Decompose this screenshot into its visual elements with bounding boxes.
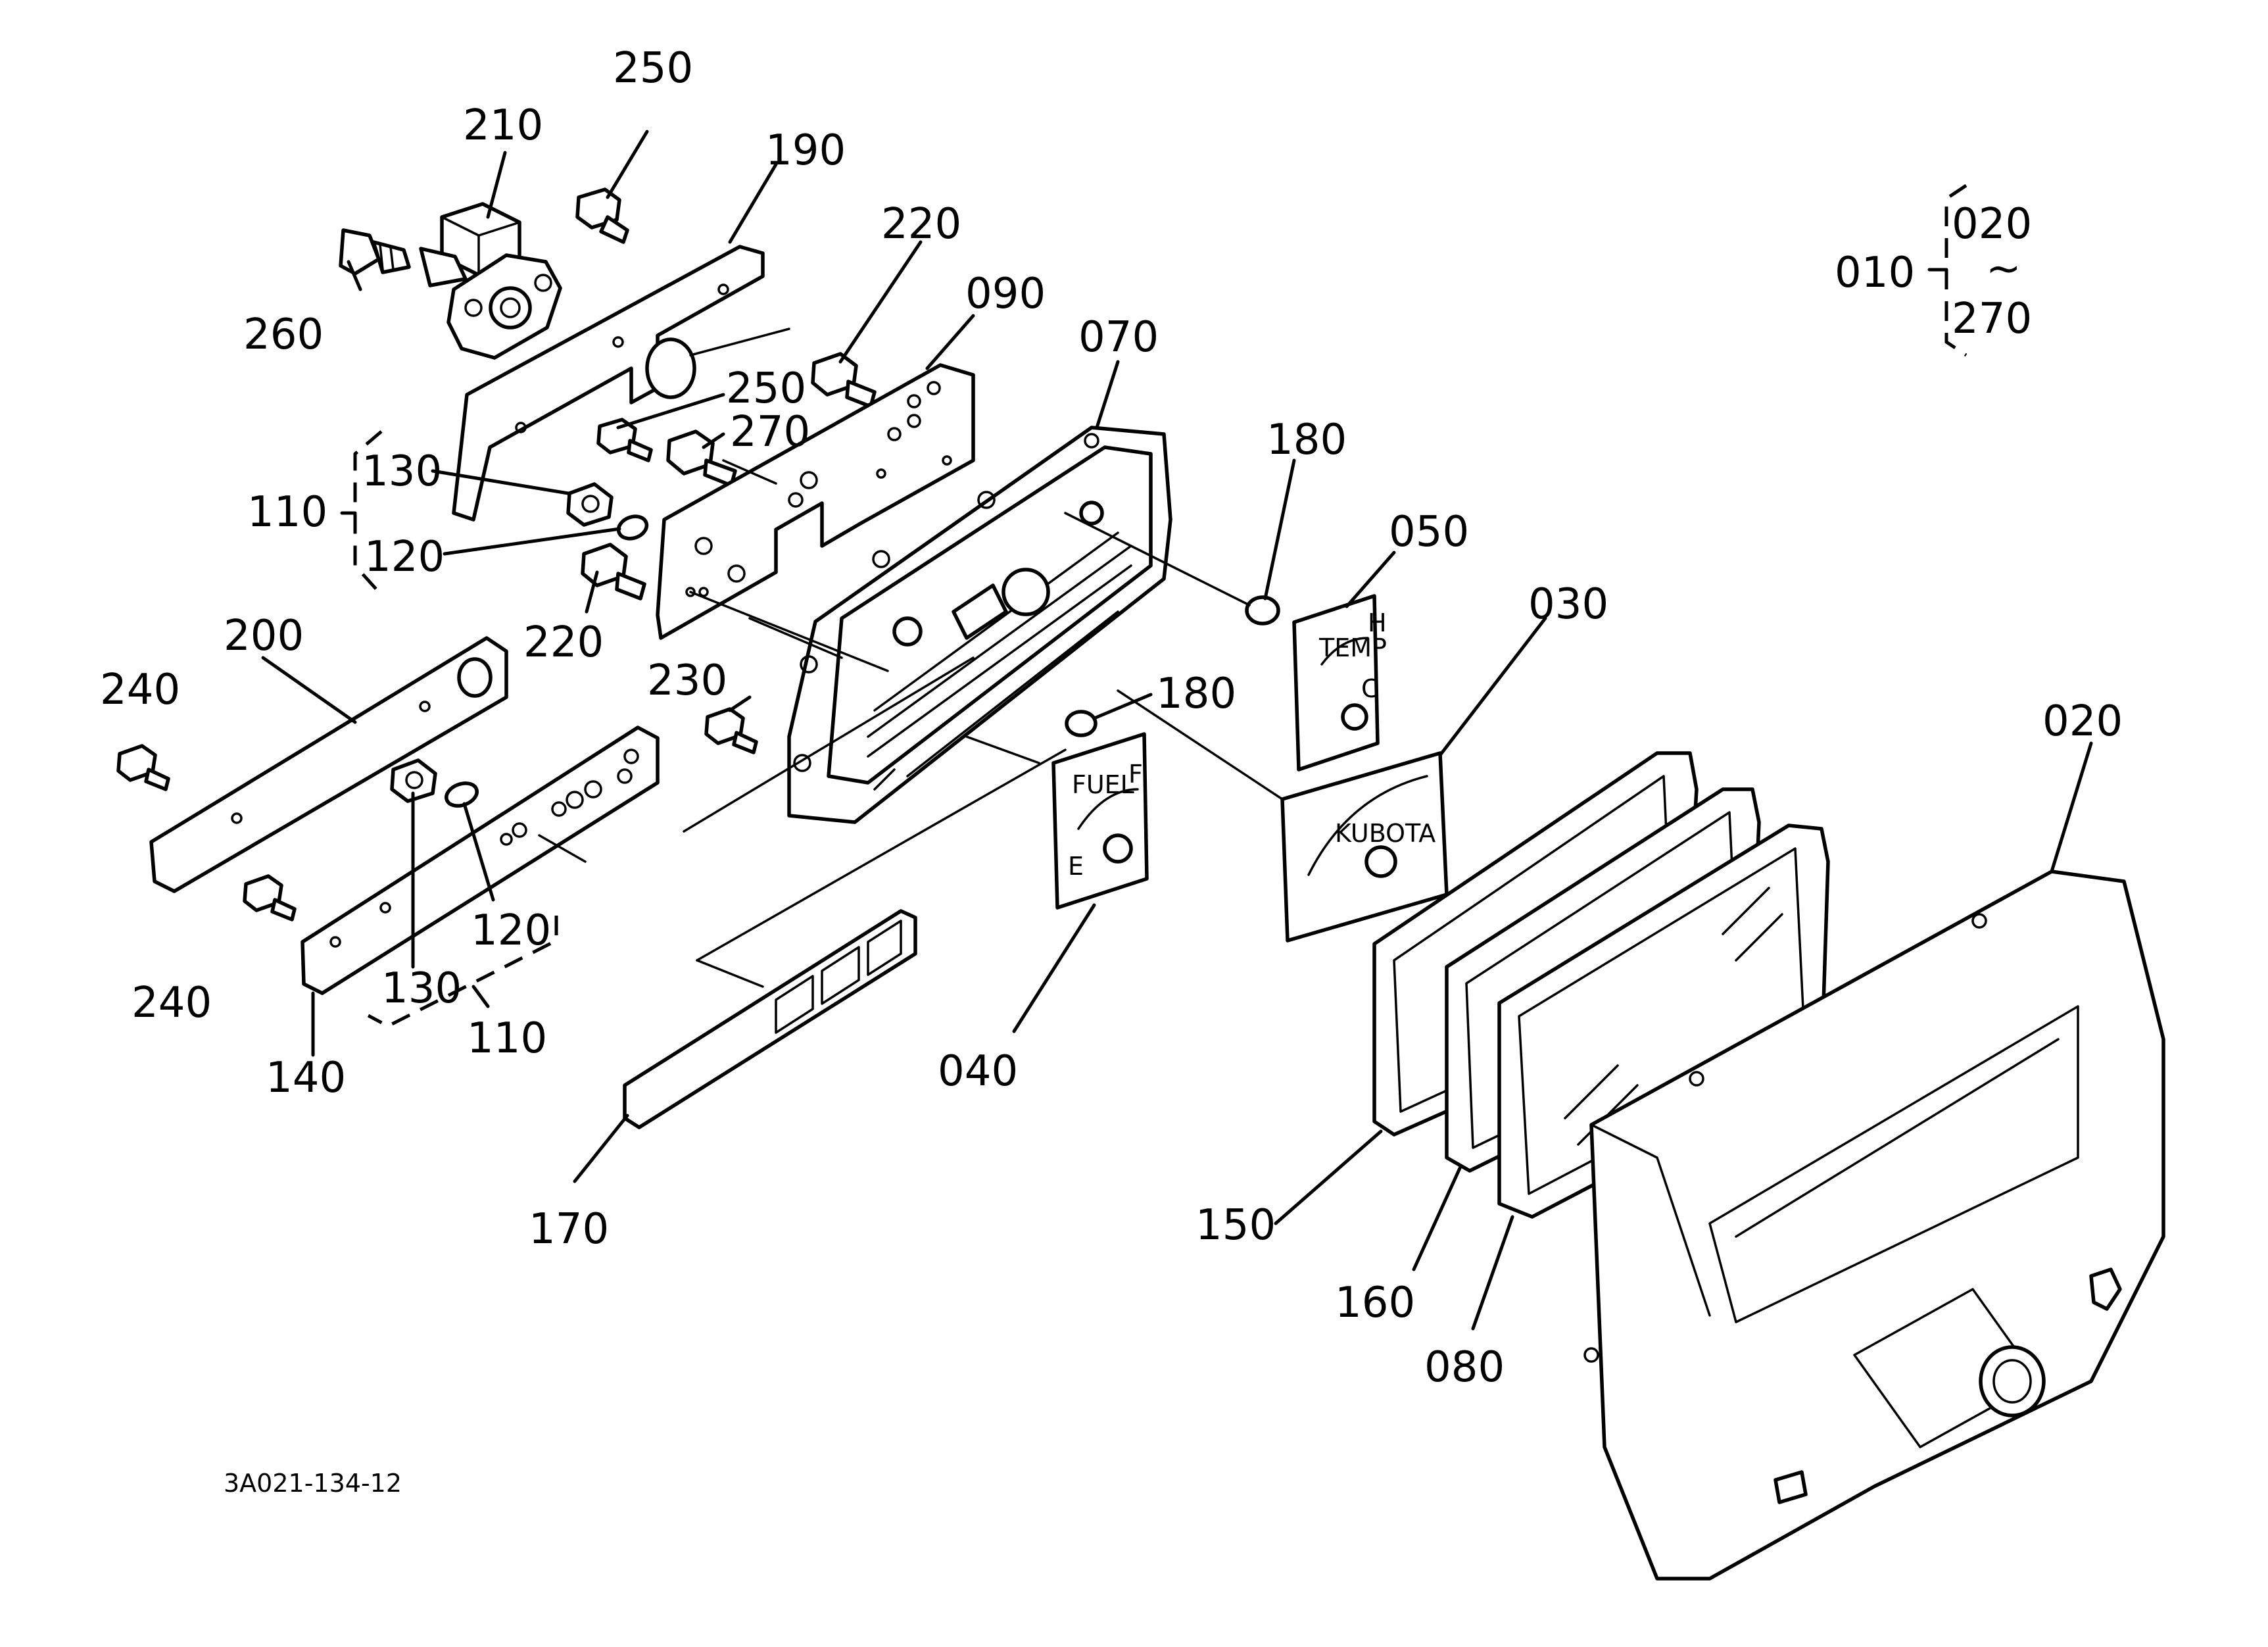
callout-050: 050 (1389, 508, 1469, 556)
part-250-screw-top (575, 187, 629, 244)
part-170-lens-strip (623, 909, 917, 1129)
fuel-gauge-label: FUEL (1072, 770, 1134, 799)
callout-140: 140 (266, 1054, 346, 1102)
part-040-fuel-gauge: FUEL F E (1051, 732, 1149, 910)
callout-labels: 250 210 190 260 220 090 070 250 270 130 … (100, 44, 2123, 1392)
part-190-plate (452, 245, 765, 522)
callout-070: 070 (1078, 313, 1159, 362)
callout-170: 170 (529, 1205, 609, 1254)
callout-120-upper: 120 (364, 533, 445, 581)
part-120-bulb-upper (616, 514, 649, 541)
callout-130-upper: 130 (362, 447, 442, 496)
tachometer-brand: KUBOTA (1335, 819, 1436, 848)
bracket-110-lower (367, 916, 558, 1028)
callout-260: 260 (243, 310, 324, 359)
callout-220-lower: 220 (523, 618, 604, 667)
leader-lines (261, 130, 2093, 1331)
callout-150: 150 (1195, 1201, 1276, 1250)
bracket-110-upper (340, 430, 383, 593)
callout-270: 270 (730, 408, 810, 456)
assembly-note: 010 020 ~ 270 (1835, 200, 2032, 343)
part-180-knob-lower (1065, 710, 1098, 737)
callout-030: 030 (1528, 580, 1608, 629)
part-270-bulb (666, 430, 737, 487)
part-090-circuit-plate (656, 363, 975, 640)
reference-code: 3A021-134-12 (224, 1469, 402, 1498)
callout-200: 200 (224, 612, 304, 660)
callout-230: 230 (647, 656, 727, 705)
callout-080: 080 (1424, 1343, 1505, 1392)
part-130-socket-upper (566, 482, 614, 527)
part-230-screw (704, 707, 758, 754)
callout-250-top: 250 (613, 44, 693, 93)
temp-gauge-label: TEMP (1318, 633, 1387, 662)
callout-210: 210 (463, 101, 543, 150)
callout-250-middle: 250 (726, 364, 806, 413)
temp-gauge-cold: C (1361, 674, 1379, 703)
callout-020: 020 (2042, 697, 2123, 746)
part-240-screw-upper (116, 744, 170, 791)
part-240-screw-lower (243, 874, 297, 922)
callout-220-top: 220 (881, 200, 961, 249)
callout-120-lower: 120 (471, 906, 551, 955)
callout-180-upper: 180 (1267, 416, 1347, 464)
callout-160: 160 (1335, 1279, 1415, 1327)
part-180-knob-upper (1245, 595, 1280, 626)
part-050-temp-gauge: TEMP H C (1292, 594, 1387, 772)
part-070-housing (787, 426, 1172, 824)
callout-110-upper: 110 (247, 488, 327, 537)
part-020-bezel (1583, 870, 2165, 1581)
callout-090: 090 (965, 270, 1046, 318)
callout-110-lower: 110 (467, 1014, 547, 1063)
assembly-note-range-end: 270 (1952, 295, 2032, 343)
callout-190: 190 (765, 126, 846, 175)
callout-180-lower: 180 (1156, 670, 1236, 718)
callout-240-lower: 240 (132, 979, 212, 1027)
temp-gauge-hot: H (1368, 608, 1387, 637)
part-210-sensor (419, 202, 562, 360)
callout-040: 040 (938, 1047, 1018, 1096)
part-250-screw-middle (596, 418, 653, 462)
assembly-note-range-symbol: ~ (1986, 245, 2021, 293)
part-200-long-plate (149, 636, 508, 893)
part-220-bolt-upper (811, 352, 877, 408)
part-220-bolt-lower (581, 543, 646, 601)
part-130-socket-lower (390, 758, 437, 803)
callout-240-upper: 240 (100, 666, 180, 714)
fuel-gauge-full: F (1128, 760, 1143, 789)
fuel-gauge-empty: E (1068, 852, 1084, 881)
assembly-note-range-start: 020 (1952, 200, 2032, 249)
assembly-note-parent: 010 (1835, 249, 1915, 297)
part-120-bulb-lower (445, 781, 479, 808)
callout-130-lower: 130 (381, 964, 462, 1013)
bracket-010-assembly (1927, 184, 1967, 357)
